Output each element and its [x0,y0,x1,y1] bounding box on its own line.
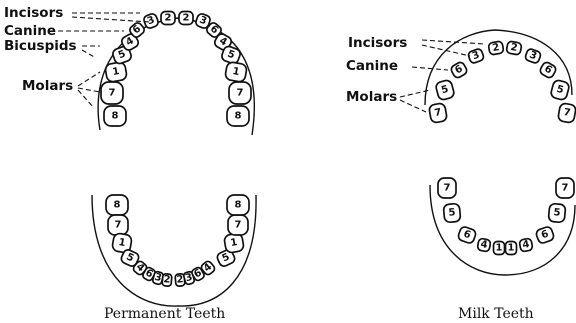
tooth-number: 8 [235,200,242,211]
tooth: 6 [450,61,469,79]
tooth: 7 [429,103,448,124]
tooth: 8 [227,195,249,215]
permanent-teeth-caption: Permanent Teeth [104,306,225,322]
tooth: 1 [494,242,505,255]
milk-teeth-caption: Milk Teeth [458,306,534,322]
tooth: 2 [488,41,504,55]
tooth-number: 7 [109,88,116,99]
tooth: 7 [558,103,576,124]
tooth-number: 5 [553,207,561,219]
tooth: 7 [438,178,456,198]
permanent-molars-leader [78,72,100,108]
tooth: 6 [539,61,558,79]
permanent-bicuspids-label: Bicuspids [4,38,77,54]
tooth: 1 [105,61,128,82]
tooth: 7 [101,82,123,104]
tooth: 8 [227,106,249,126]
permanent-incisors-label: Incisors [4,5,63,21]
tooth-number: 8 [112,111,119,122]
tooth: 4 [519,238,533,252]
tooth: 1 [506,242,517,255]
tooth: 2 [161,12,175,25]
tooth: 3 [524,48,541,64]
tooth: 4 [477,238,491,252]
permanent-bicuspids-leader [82,46,100,58]
milk-canine-leader [412,67,448,70]
tooth: 2 [162,274,172,287]
tooth: 7 [556,178,574,198]
tooth: 5 [548,203,566,222]
tooth: 6 [457,226,477,245]
tooth: 7 [108,215,128,235]
tooth-number: 1 [496,243,503,254]
tooth: 8 [104,106,126,126]
tooth: 1 [225,61,248,82]
tooth-number: 2 [183,13,190,24]
milk-canine-label: Canine [346,58,398,74]
tooth-number: 2 [163,274,171,286]
tooth-number: 8 [235,111,242,122]
tooth-number: 7 [237,88,244,99]
tooth-number: 7 [562,183,569,194]
milk-molars-label: Molars [346,89,397,105]
permanent-canine-label: Canine [4,23,56,39]
tooth: 8 [106,195,128,215]
tooth-number: 7 [235,220,242,231]
tooth: 7 [229,82,251,104]
permanent-incisors-leader [72,13,150,22]
tooth-number: 1 [508,243,515,254]
milk-upper-teeth: 7563223657 [429,41,576,123]
tooth-number: 2 [176,274,184,286]
tooth: 7 [228,215,248,235]
tooth: 2 [179,12,193,25]
permanent-molars-label: Molars [22,78,73,94]
tooth-number: 8 [114,200,121,211]
tooth-number: 7 [115,220,122,231]
tooth: 5 [443,203,461,222]
tooth-number: 5 [448,207,456,219]
tooth-number: 2 [165,13,172,24]
tooth: 5 [550,79,570,101]
milk-incisors-label: Incisors [348,35,407,51]
tooth: 2 [506,41,522,55]
tooth: 6 [535,226,555,245]
tooth: 5 [435,79,455,101]
tooth-number: 7 [444,183,451,194]
